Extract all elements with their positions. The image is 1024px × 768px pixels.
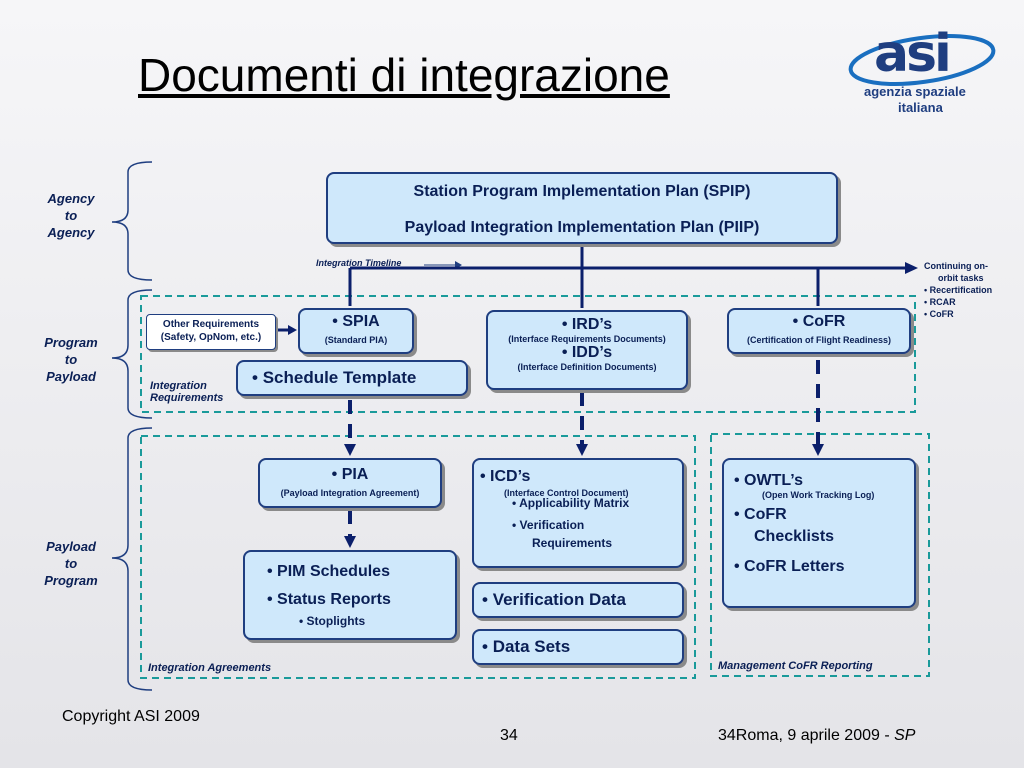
page-title: Documenti di integrazione xyxy=(138,49,670,101)
ird-title: IRD’s xyxy=(571,316,613,333)
verification-data-label: Verification Data xyxy=(492,590,626,609)
applicability-matrix-label: Applicability Matrix xyxy=(519,496,630,510)
owtl-title: OWTL’s xyxy=(744,472,804,489)
integration-requirements-label: Integration Requirements xyxy=(150,380,224,404)
page-number: 34 xyxy=(500,727,518,744)
schedule-template-box: • Schedule Template xyxy=(236,360,468,396)
management-cofr-reporting-label: Management CoFR Reporting xyxy=(718,660,873,672)
integration-agreements-label: Integration Agreements xyxy=(148,662,272,674)
owtl-box: • OWTL’s (Open Work Tracking Log) • CoFR… xyxy=(722,458,916,608)
logo-mark: asi xyxy=(874,24,952,84)
logo-line2: italiana xyxy=(898,100,943,115)
stoplights-label: Stoplights xyxy=(306,614,366,628)
verification-req-line1: Verification xyxy=(519,518,585,532)
cofr-letters-label: CoFR Letters xyxy=(744,558,845,575)
continuing-tasks-note: Continuing on- orbit tasks • Recertifica… xyxy=(924,261,993,319)
payload-to-program-label: Payload to Program xyxy=(44,539,98,588)
spia-box: • SPIA (Standard PIA) xyxy=(298,308,414,354)
pia-sub: (Payload Integration Agreement) xyxy=(280,488,420,498)
verification-req-line2: Requirements xyxy=(532,536,613,550)
footer-date: 34Roma, 9 aprile 2009 - SP xyxy=(718,727,916,744)
cofr-box: • CoFR (Certification of Flight Readines… xyxy=(727,308,911,354)
pim-schedules-label: PIM Schedules xyxy=(277,563,390,580)
piip-line: Payload Integration Implementation Plan … xyxy=(404,219,760,236)
idd-title: IDD’s xyxy=(571,344,613,361)
data-sets-box: • Data Sets xyxy=(472,629,684,665)
idd-sub: (Interface Definition Documents) xyxy=(517,362,657,372)
owtl-sub: (Open Work Tracking Log) xyxy=(762,490,875,500)
cofr-checklists-line2: Checklists xyxy=(754,528,835,545)
pim-schedules-box: • PIM Schedules • Status Reports • Stopl… xyxy=(243,550,457,640)
copyright-text: Copyright ASI 2009 xyxy=(62,708,200,725)
icd-box: • ICD’s (Interface Control Document) • A… xyxy=(472,458,684,568)
logo-line1: agenzia spaziale xyxy=(864,84,966,99)
other-requirements-box: Other Requirements (Safety, OpNom, etc.) xyxy=(146,314,276,350)
cofr-title: CoFR xyxy=(802,313,846,330)
ird-sub: (Interface Requirements Documents) xyxy=(508,334,666,344)
icd-title: ICD’s xyxy=(490,468,531,485)
ird-idd-box: • IRD’s (Interface Requirements Document… xyxy=(486,310,688,390)
agency-to-agency-label: Agency to Agency xyxy=(47,191,95,240)
data-sets-label: Data Sets xyxy=(492,637,571,656)
logo-swoosh-icon xyxy=(848,34,996,86)
spip-line: Station Program Implementation Plan (SPI… xyxy=(413,183,751,200)
cofr-checklists-line1: CoFR xyxy=(744,506,787,523)
spip-piip-box: Station Program Implementation Plan (SPI… xyxy=(326,172,838,244)
status-reports-label: Status Reports xyxy=(277,591,391,608)
integration-timeline-label: Integration Timeline xyxy=(316,258,402,268)
pia-title: PIA xyxy=(341,466,369,483)
schedule-template-label: Schedule Template xyxy=(262,368,417,387)
cofr-sub: (Certification of Flight Readiness) xyxy=(746,335,891,345)
icd-sub: (Interface Control Document) xyxy=(504,488,629,498)
spia-title: SPIA xyxy=(342,313,380,330)
program-to-payload-label: Program to Payload xyxy=(44,335,98,384)
verification-data-box: • Verification Data xyxy=(472,582,684,618)
spia-sub: (Standard PIA) xyxy=(324,335,388,345)
asi-logo: asi agenzia spaziale italiana xyxy=(842,22,1002,122)
pia-box: • PIA (Payload Integration Agreement) xyxy=(258,458,442,508)
